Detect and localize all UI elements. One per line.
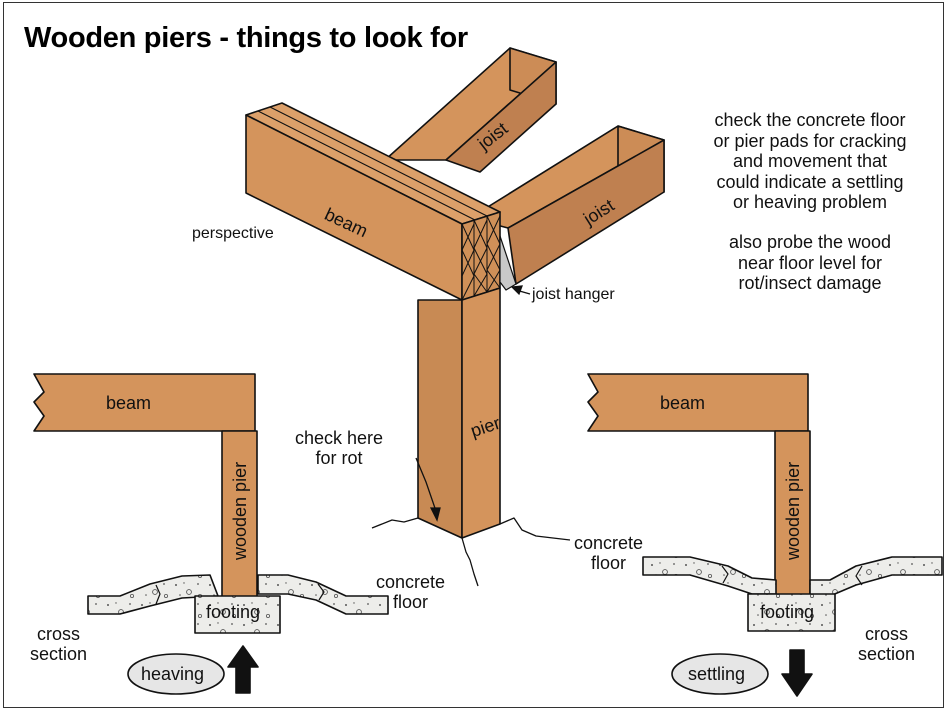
diagram-title: Wooden piers - things to look for [24,22,468,54]
left-footing-label: footing [206,602,261,622]
perspective-assembly [245,47,665,587]
right-beam-label: beam [660,393,706,413]
left-concrete-label: concrete floor [376,572,446,612]
joist-right [469,125,665,285]
settling-badge: settling [688,664,746,684]
joist-hanger-label: joist hanger [532,286,615,303]
left-badge-shape [127,653,225,695]
left-pier-label: wooden pier [230,461,250,560]
joist-top [384,47,557,173]
note-concrete-check: check the concrete floor or pier pads fo… [713,110,907,212]
left-beam [33,373,256,432]
left-beam-label: beam [106,393,152,413]
right-beam [587,373,809,432]
pier-perspective [417,287,501,539]
right-pier-label: wooden pier [783,461,803,560]
perspective-view-label: perspective [192,225,274,242]
diagram-frame [3,2,944,708]
left-footing [194,595,281,634]
joist-hanger [499,235,517,291]
right-pier [774,430,811,598]
left-cross-section [33,373,389,695]
right-badge-shape [671,653,769,695]
heaving-badge: heaving [141,664,205,684]
rot-check-label: check here for rot [295,428,384,468]
floor-cracks [371,517,571,587]
right-section-label: cross section [858,624,916,664]
perspective-concrete-label: concrete floor [574,533,644,573]
settling-arrow-icon [781,649,813,697]
right-footing-label: footing [760,602,815,622]
note-wood-probe: also probe the wood near floor level for… [728,232,892,293]
heaving-arrow-icon [227,645,259,694]
right-footing [747,593,836,632]
rot-arrow [415,457,441,522]
right-cross-section [587,373,943,697]
left-section-label: cross section [30,624,88,664]
hanger-leader [510,285,531,296]
